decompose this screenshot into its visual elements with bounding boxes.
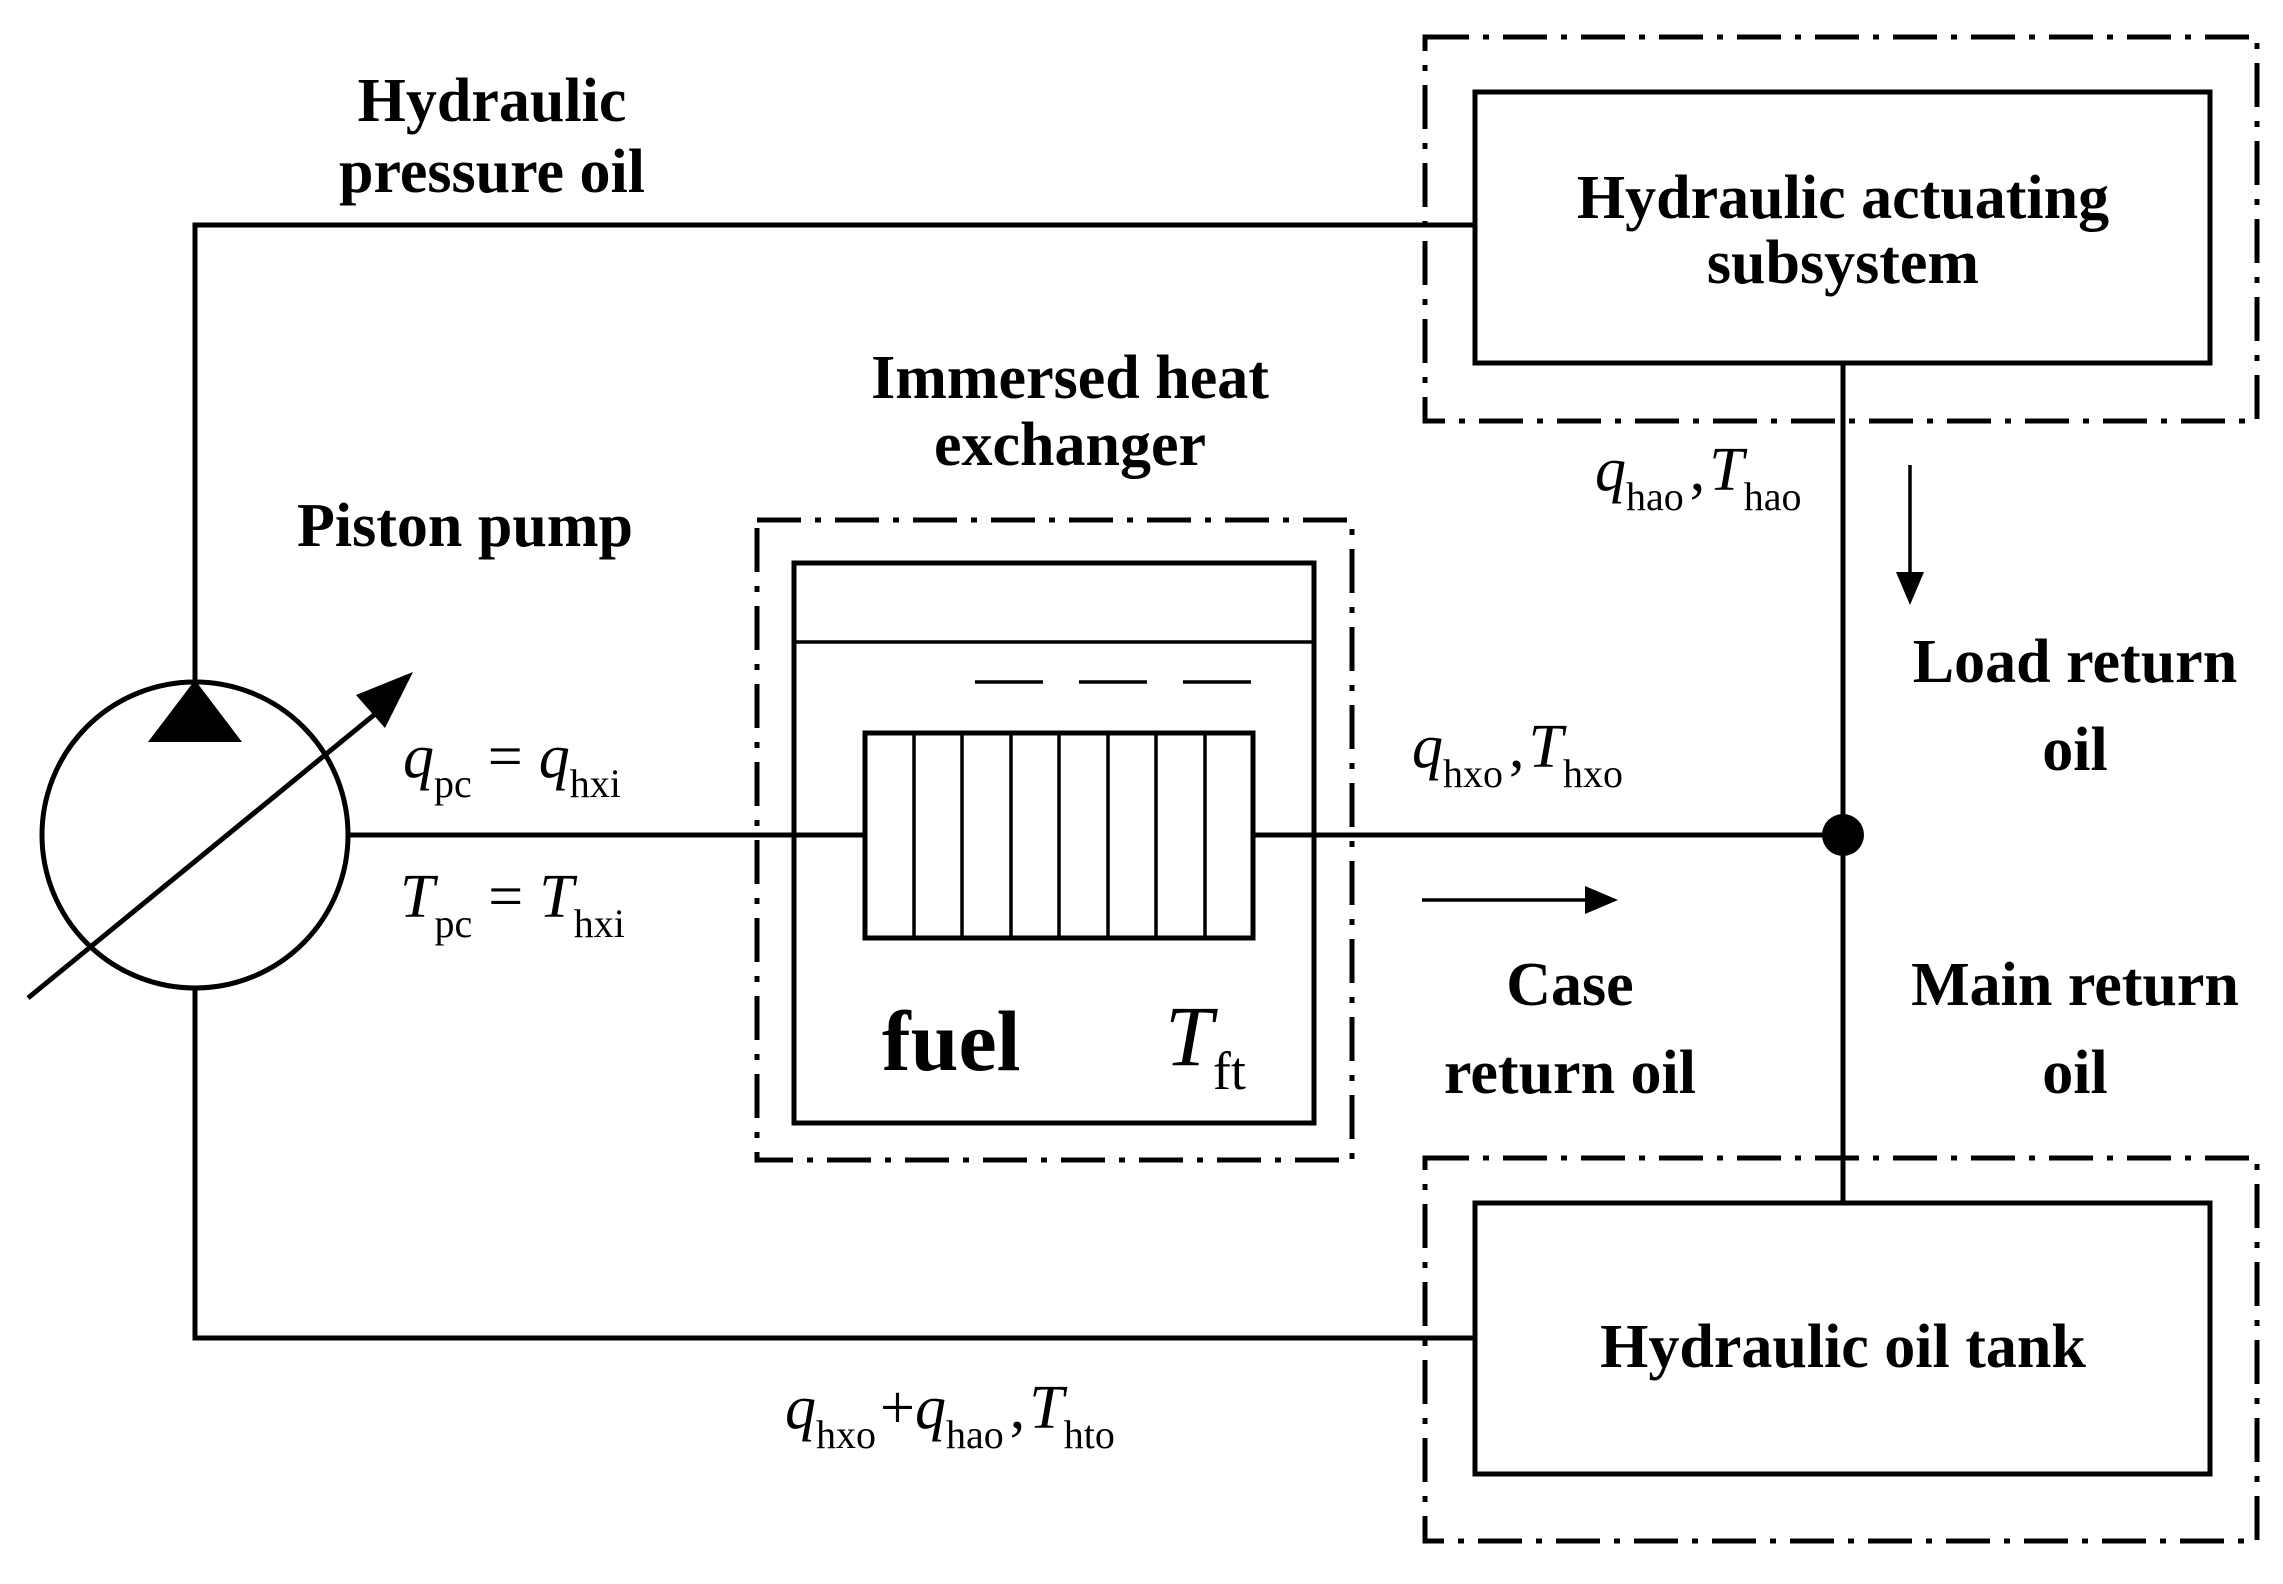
fuel-temperature-label: Tft [1165, 988, 1246, 1101]
case-return-label-line2: return oil [1444, 1039, 1696, 1107]
junction-dot [1822, 814, 1864, 856]
flow-arrows [1422, 465, 1924, 914]
actuating-dashed-boundary [1422, 34, 2260, 424]
actuating-label-line2: subsystem [1707, 229, 1979, 297]
down-arrowhead-icon [1896, 572, 1924, 605]
fuel-tank-box [791, 560, 1317, 1126]
pressure-oil-label-line2: pressure oil [339, 138, 645, 206]
actuator-outlet-label: qhao,Thao [1595, 436, 1802, 519]
fuel-label: fuel [882, 993, 1021, 1089]
case-return-label-line1: Case [1506, 951, 1633, 1019]
tank-outlet-label: qhxo+qhao,Thto [785, 1374, 1115, 1457]
tank-box [1472, 1200, 2213, 1477]
exchanger-label-line2: exchanger [934, 411, 1206, 479]
actuating-label-line1: Hydraulic actuating [1577, 164, 2109, 232]
pipelines [192, 222, 1864, 1341]
piston-pump-label: Piston pump [297, 492, 633, 560]
tank-label: Hydraulic oil tank [1600, 1313, 2086, 1381]
variable-arrowhead-icon [356, 672, 413, 728]
pump-outlet-triangle-icon [148, 680, 242, 742]
oil-tank: Hydraulic oil tank [1422, 1155, 2260, 1544]
load-return-label-line1: Load return [1913, 628, 2237, 696]
pressure-oil-line [192, 222, 1475, 682]
pressure-oil-label-line1: Hydraulic [358, 67, 627, 135]
pump-flow-equation: qpc=qhxi [403, 723, 621, 806]
actuating-box [1472, 89, 2213, 366]
main-return-label-line2: oil [2042, 1039, 2107, 1107]
suction-line [192, 988, 1475, 1341]
exchanger-outlet-label: qhxo,Thxo [1412, 713, 1623, 796]
tank-dashed-boundary [1422, 1155, 2260, 1544]
actuating-subsystem: Hydraulic actuating subsystem [1422, 34, 2260, 424]
exchanger-label-line1: Immersed heat [871, 344, 1269, 412]
pump-temperature-equation: Tpc=Thxi [400, 863, 625, 946]
heat-exchanger: fuel Tft Immersed heat exchanger [754, 344, 1355, 1163]
load-return-label-line2: oil [2042, 716, 2107, 784]
main-return-label-line1: Main return [1911, 951, 2239, 1019]
pump-variable-arrow [26, 708, 382, 1000]
right-arrowhead-icon [1585, 886, 1618, 914]
exchanger-dashed-boundary [754, 517, 1355, 1163]
